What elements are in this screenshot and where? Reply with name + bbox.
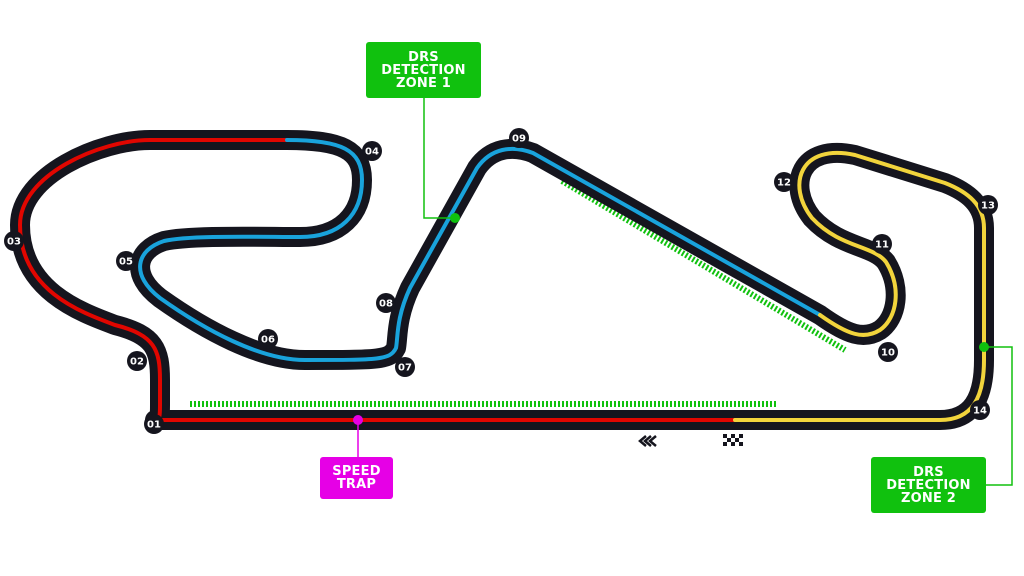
- turn-badge-08: 08: [376, 293, 396, 313]
- turn-label: 09: [512, 134, 526, 145]
- turn-badge-02: 02: [127, 351, 147, 371]
- sector-2-line: [138, 138, 822, 362]
- turn-label: 12: [777, 178, 791, 189]
- speed-trap-marker: [353, 415, 363, 425]
- drs-detection-2-line-1: DRS: [913, 464, 944, 480]
- turn-label: 11: [875, 240, 889, 251]
- drs-detection-zone-1-callout: DRS DETECTION ZONE 1: [366, 42, 481, 98]
- turn-badge-11: 11: [872, 234, 892, 254]
- checkered-flag-icon: [723, 434, 743, 446]
- turn-label: 01: [147, 420, 161, 431]
- drs-detection-2-marker: [979, 342, 989, 352]
- turn-label: 14: [973, 406, 987, 417]
- sector-3-line: [733, 151, 986, 422]
- drs-detection-zone-2-callout: DRS DETECTION ZONE 2: [871, 457, 986, 513]
- turn-badge-13: 13: [978, 195, 998, 215]
- turn-badge-09: 09: [509, 128, 529, 148]
- drs-detection-2-line-2: DETECTION: [886, 477, 971, 493]
- turn-badge-05: 05: [116, 251, 136, 271]
- drs-zone-back-straight: [560, 178, 847, 353]
- turn-label: 03: [7, 237, 21, 248]
- turn-badge-03: 03: [4, 231, 24, 251]
- turn-badge-12: 12: [774, 172, 794, 192]
- drs-detection-1-leader: [423, 97, 455, 219]
- turn-badge-14: 14: [970, 400, 990, 420]
- drs-detection-2-line-3: ZONE 2: [900, 490, 956, 506]
- turn-label: 10: [881, 348, 895, 359]
- turn-label: 06: [261, 335, 275, 346]
- drs-detection-1-marker: [450, 213, 460, 223]
- turn-badge-06: 06: [258, 329, 278, 349]
- drs-detection-2-leader: [984, 346, 1013, 486]
- speed-trap-callout: SPEED TRAP: [320, 457, 393, 499]
- turn-label: 13: [981, 201, 995, 212]
- sector-1-line: [18, 138, 737, 422]
- drs-detection-1-line-3: ZONE 1: [395, 75, 451, 91]
- double-chevron-left-icon: [638, 435, 657, 447]
- drs-detection-1-line-2: DETECTION: [381, 62, 466, 78]
- turn-badge-01: 01: [144, 414, 164, 434]
- speed-trap-line-2: TRAP: [336, 477, 377, 492]
- track-outline: [10, 130, 994, 430]
- turn-label: 07: [398, 363, 412, 374]
- speed-trap-line-1: SPEED: [332, 464, 381, 479]
- turn-badge-04: 04: [362, 141, 382, 161]
- turn-label: 04: [365, 147, 379, 158]
- turn-badge-07: 07: [395, 357, 415, 377]
- turn-badge-10: 10: [878, 342, 898, 362]
- turn-label: 08: [379, 299, 393, 310]
- drs-detection-1-line-1: DRS: [408, 49, 439, 65]
- turn-label: 02: [130, 357, 144, 368]
- turn-label: 05: [119, 257, 133, 268]
